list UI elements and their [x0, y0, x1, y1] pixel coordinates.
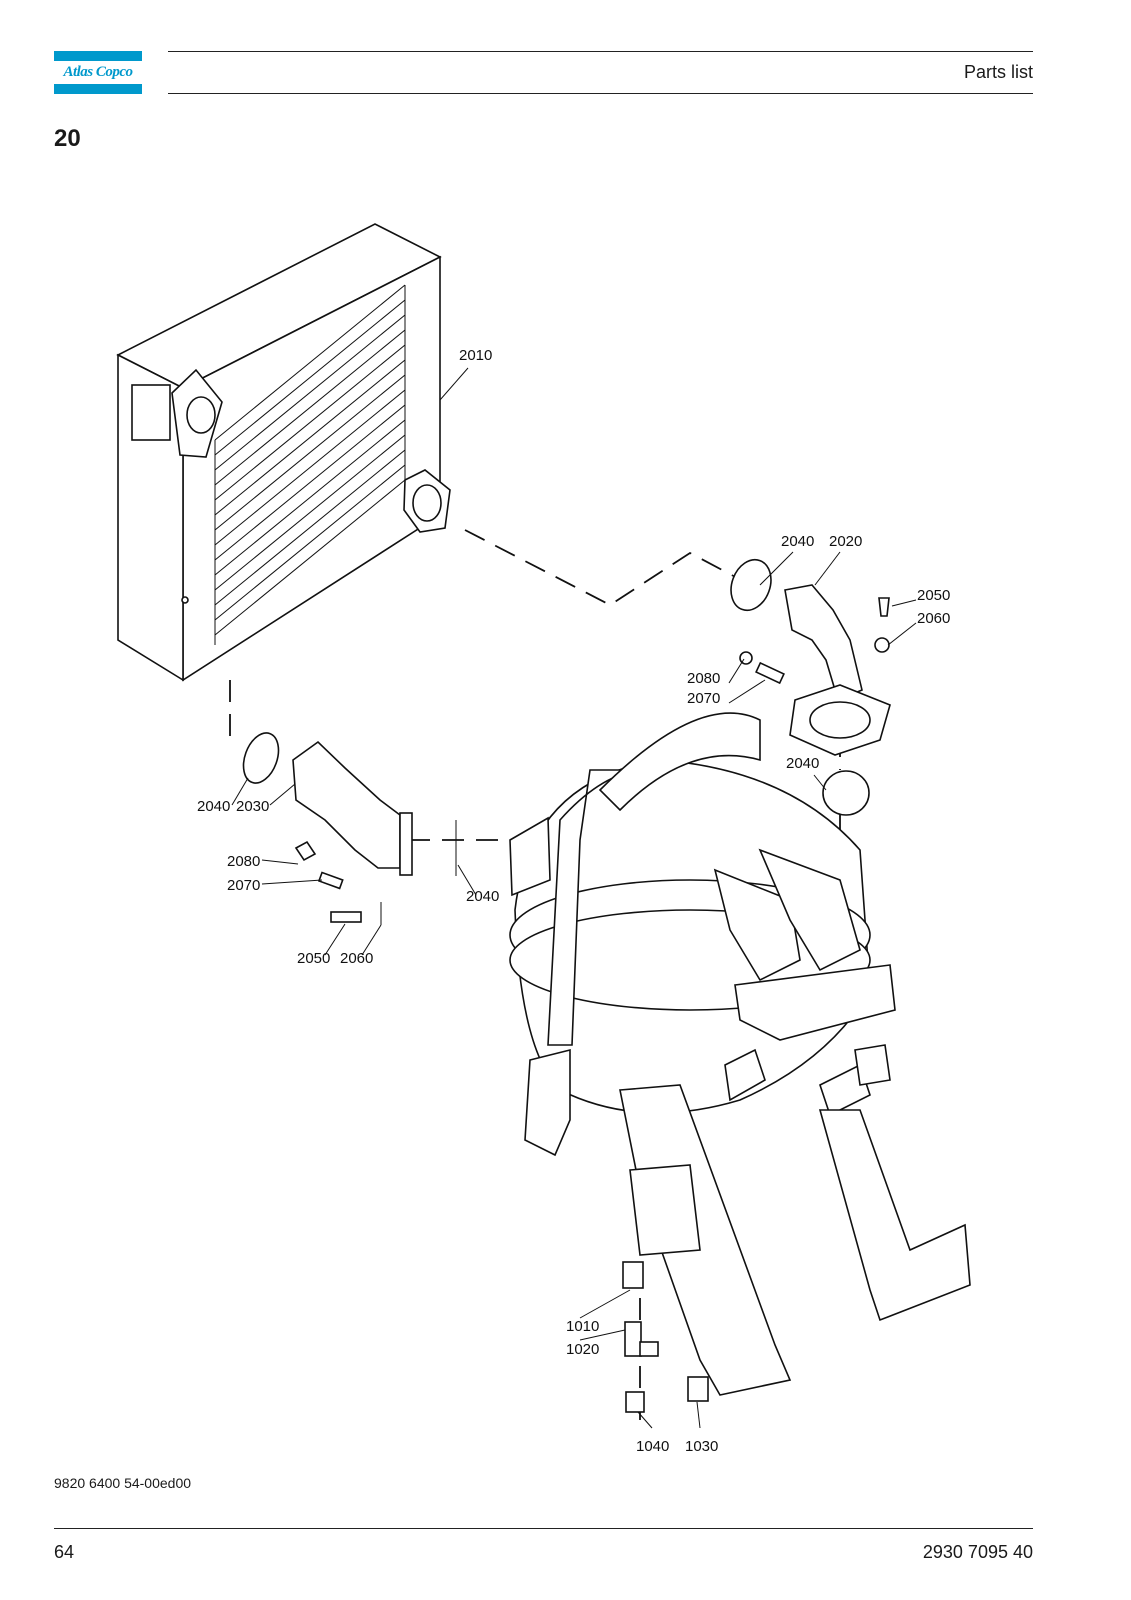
left-elbow-assembly	[242, 732, 457, 925]
separator-tank	[509, 712, 971, 1396]
oil-cooler	[116, 223, 451, 682]
callout-labels: 2010 2040 2020 2050 2060 2080 2070 2040 …	[197, 347, 950, 1455]
callout-2060-upper: 2060	[917, 610, 950, 627]
callout-2010: 2010	[459, 347, 492, 364]
callout-2070-upper: 2070	[687, 690, 720, 707]
section-number: 20	[54, 125, 81, 152]
atlas-copco-logo: Atlas Copco	[54, 51, 142, 94]
callout-2020: 2020	[829, 533, 862, 550]
callout-2080-lower: 2080	[227, 853, 260, 870]
callout-leader-lines	[231, 367, 917, 1429]
callout-2070-lower: 2070	[227, 877, 260, 894]
header-title: Parts list	[963, 62, 1033, 82]
callout-2040-right: 2040	[786, 755, 819, 772]
logo-bar-bottom	[54, 84, 142, 94]
callout-1030: 1030	[685, 1438, 718, 1455]
callout-1040: 1040	[636, 1438, 669, 1455]
callout-2050-lower: 2050	[297, 950, 330, 967]
logo-bar-top	[54, 51, 142, 61]
callout-2060-lower: 2060	[340, 950, 373, 967]
header-rule-bottom	[168, 93, 1033, 94]
header-rule-top	[168, 51, 1033, 52]
callout-1010: 1010	[566, 1318, 599, 1335]
callout-2040-left: 2040	[197, 798, 230, 815]
document-id: 9820 6400 54-00ed00	[54, 1475, 192, 1491]
drain-fittings	[622, 1261, 709, 1413]
callout-2050-upper: 2050	[917, 587, 950, 604]
logo-text: Atlas Copco	[63, 64, 133, 80]
callout-2030: 2030	[236, 798, 269, 815]
upper-elbow-assembly	[730, 558, 891, 816]
page-number: 64	[54, 1542, 75, 1562]
callout-2080-upper: 2080	[687, 670, 720, 687]
callout-2040-gasket: 2040	[466, 888, 499, 905]
footer-rule	[54, 1528, 1033, 1529]
manual-part-number: 2930 7095 40	[922, 1542, 1033, 1562]
callout-2040-upper: 2040	[781, 533, 814, 550]
callout-1020: 1020	[566, 1341, 599, 1358]
